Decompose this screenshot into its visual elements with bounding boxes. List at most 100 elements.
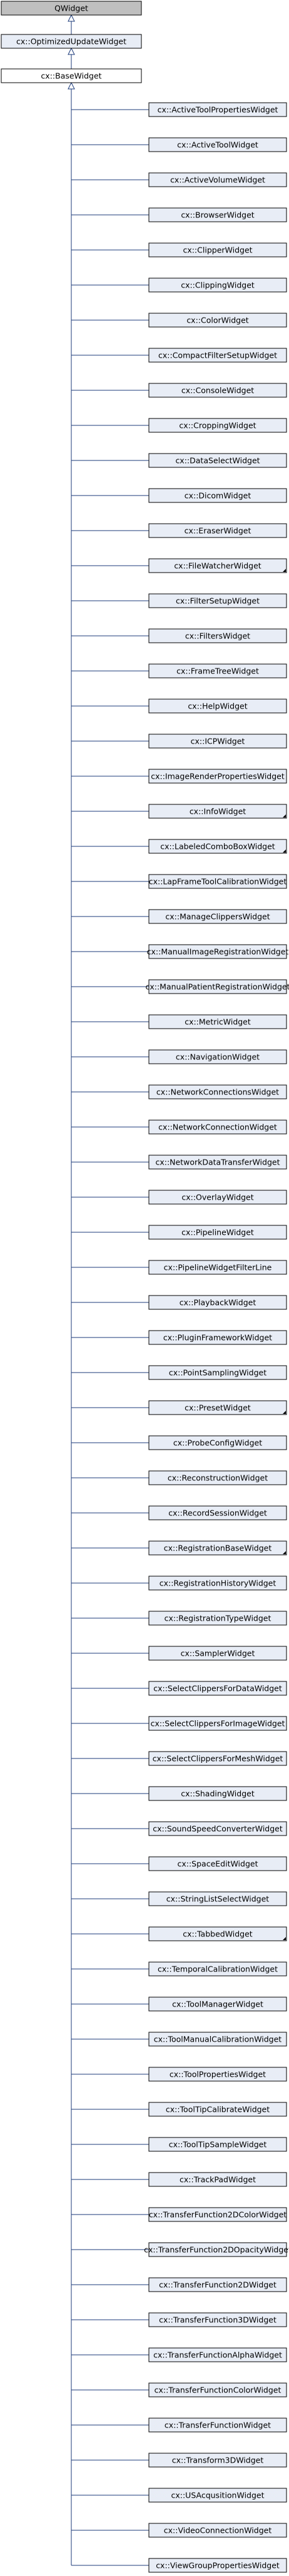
class-node-clipper-widget[interactable]: cx::ClipperWidget	[148, 242, 287, 257]
class-node-eraser-widget[interactable]: cx::EraserWidget	[148, 523, 287, 538]
class-node-temporal-calibration-widget-label: cx::TemporalCalibrationWidget	[158, 1965, 278, 1974]
class-node-pipeline-widget[interactable]: cx::PipelineWidget	[148, 1225, 287, 1240]
class-node-info-widget-label: cx::InfoWidget	[190, 807, 246, 816]
class-node-transfer-function3-d-widget[interactable]: cx::TransferFunction3DWidget	[148, 2312, 287, 2327]
class-node-select-clippers-for-mesh-widget[interactable]: cx::SelectClippersForMeshWidget	[148, 1751, 287, 1766]
class-node-us-acqusition-widget[interactable]: cx::USAcqusitionWidget	[148, 2488, 287, 2503]
class-node-transfer-function-widget[interactable]: cx::TransferFunctionWidget	[148, 2418, 287, 2433]
class-node-image-render-properties-widget[interactable]: cx::ImageRenderPropertiesWidget	[148, 769, 287, 784]
class-node-view-group-properties-widget[interactable]: cx::ViewGroupPropertiesWidget	[148, 2558, 287, 2573]
class-node-overlay-widget-label: cx::OverlayWidget	[181, 1193, 253, 1202]
class-node-sound-speed-converter-widget[interactable]: cx::SoundSpeedConverterWidget	[148, 1821, 287, 1836]
class-node-base-widget[interactable]: cx::BaseWidget	[1, 68, 142, 83]
class-node-temporal-calibration-widget[interactable]: cx::TemporalCalibrationWidget	[148, 1961, 287, 1976]
class-node-qwidget[interactable]: QWidget	[1, 1, 142, 16]
class-node-tool-tip-sample-widget[interactable]: cx::ToolTipSampleWidget	[148, 2137, 287, 2152]
collapsed-subclasses-marker	[283, 849, 286, 853]
class-node-clipping-widget[interactable]: cx::ClippingWidget	[148, 278, 287, 293]
class-node-select-clippers-for-data-widget[interactable]: cx::SelectClippersForDataWidget	[148, 1681, 287, 1696]
class-node-record-session-widget[interactable]: cx::RecordSessionWidget	[148, 1505, 287, 1520]
class-node-select-clippers-for-data-widget-box	[148, 1681, 287, 1696]
class-node-base-widget-label: cx::BaseWidget	[41, 71, 101, 81]
class-node-network-data-transfer-widget[interactable]: cx::NetworkDataTransferWidget	[148, 1155, 287, 1170]
class-node-info-widget[interactable]: cx::InfoWidget	[148, 804, 287, 819]
collapsed-subclasses-marker	[283, 1937, 286, 1940]
class-node-tabbed-widget[interactable]: cx::TabbedWidget	[148, 1926, 287, 1941]
class-node-registration-history-widget[interactable]: cx::RegistrationHistoryWidget	[148, 1576, 287, 1591]
class-node-tool-properties-widget[interactable]: cx::ToolPropertiesWidget	[148, 2067, 287, 2082]
class-node-transfer-function2-d-opacity-widget-box	[148, 2242, 287, 2257]
class-node-registration-base-widget[interactable]: cx::RegistrationBaseWidget	[148, 1540, 287, 1555]
class-node-cropping-widget[interactable]: cx::CroppingWidget	[148, 418, 287, 433]
class-node-manual-patient-registration-widget[interactable]: cx::ManualPatientRegistrationWidget	[145, 979, 289, 994]
class-node-transfer-function2-d-color-widget[interactable]: cx::TransferFunction2DColorWidget	[148, 2207, 287, 2222]
class-node-active-volume-widget-label: cx::ActiveVolumeWidget	[170, 175, 265, 185]
class-node-transfer-function2-d-widget-box	[148, 2277, 287, 2292]
class-node-clipper-widget-label: cx::ClipperWidget	[183, 246, 252, 255]
class-node-track-pad-widget[interactable]: cx::TrackPadWidget	[148, 2172, 287, 2187]
class-node-view-group-properties-widget-label: cx::ViewGroupPropertiesWidget	[156, 2561, 280, 2570]
class-node-active-tool-properties-widget[interactable]: cx::ActiveToolPropertiesWidget	[148, 102, 287, 117]
class-node-metric-widget[interactable]: cx::MetricWidget	[148, 1014, 287, 1029]
class-node-reconstruction-widget[interactable]: cx::ReconstructionWidget	[148, 1470, 287, 1485]
class-node-frame-tree-widget[interactable]: cx::FrameTreeWidget	[148, 663, 287, 678]
class-node-pipeline-widget-filter-line-label: cx::PipelineWidgetFilterLine	[164, 1263, 272, 1272]
class-node-shading-widget-box	[148, 1786, 287, 1801]
class-node-manage-clippers-widget[interactable]: cx::ManageClippersWidget	[148, 909, 287, 924]
class-node-transfer-function2-d-widget[interactable]: cx::TransferFunction2DWidget	[148, 2277, 287, 2292]
class-node-transfer-function2-d-opacity-widget[interactable]: cx::TransferFunction2DOpacityWidget	[144, 2242, 289, 2257]
class-node-tool-tip-calibrate-widget[interactable]: cx::ToolTipCalibrateWidget	[148, 2102, 287, 2117]
class-node-file-watcher-widget[interactable]: cx::FileWatcherWidget	[148, 558, 287, 573]
class-node-point-sampling-widget[interactable]: cx::PointSamplingWidget	[148, 1365, 287, 1380]
class-node-tool-properties-widget-label: cx::ToolPropertiesWidget	[170, 2070, 266, 2079]
class-node-space-edit-widget[interactable]: cx::SpaceEditWidget	[148, 1856, 287, 1871]
class-node-playback-widget-label: cx::PlaybackWidget	[180, 1298, 256, 1307]
class-node-help-widget[interactable]: cx::HelpWidget	[148, 699, 287, 714]
class-node-network-connections-widget[interactable]: cx::NetworkConnectionsWidget	[148, 1084, 287, 1099]
class-node-cropping-widget-label: cx::CroppingWidget	[179, 421, 256, 430]
class-node-active-tool-widget[interactable]: cx::ActiveToolWidget	[148, 137, 287, 152]
class-node-filters-widget[interactable]: cx::FiltersWidget	[148, 628, 287, 643]
class-node-shading-widget[interactable]: cx::ShadingWidget	[148, 1786, 287, 1801]
class-node-color-widget[interactable]: cx::ColorWidget	[148, 313, 287, 328]
class-node-filter-setup-widget[interactable]: cx::FilterSetupWidget	[148, 593, 287, 608]
class-node-string-list-select-widget[interactable]: cx::StringListSelectWidget	[148, 1891, 287, 1906]
class-node-select-clippers-for-image-widget[interactable]: cx::SelectClippersForImageWidget	[148, 1716, 287, 1731]
class-node-optimized-update-widget[interactable]: cx::OptimizedUpdateWidget	[1, 34, 142, 49]
class-node-preset-widget[interactable]: cx::PresetWidget	[148, 1400, 287, 1415]
class-node-overlay-widget[interactable]: cx::OverlayWidget	[148, 1190, 287, 1205]
class-node-probe-config-widget[interactable]: cx::ProbeConfigWidget	[148, 1435, 287, 1450]
class-node-registration-type-widget[interactable]: cx::RegistrationTypeWidget	[148, 1611, 287, 1626]
class-node-sampler-widget[interactable]: cx::SamplerWidget	[148, 1646, 287, 1661]
class-node-pipeline-widget-filter-line[interactable]: cx::PipelineWidgetFilterLine	[148, 1260, 287, 1275]
class-node-dicom-widget[interactable]: cx::DicomWidget	[148, 488, 287, 503]
class-node-video-connection-widget[interactable]: cx::VideoConnectionWidget	[148, 2523, 287, 2538]
inheritance-arrowhead	[68, 14, 75, 22]
class-node-dicom-widget-box	[148, 488, 287, 503]
class-node-data-select-widget[interactable]: cx::DataSelectWidget	[148, 453, 287, 468]
class-node-network-connection-widget[interactable]: cx::NetworkConnectionWidget	[148, 1119, 287, 1135]
class-node-icp-widget-box	[148, 734, 287, 749]
class-node-navigation-widget[interactable]: cx::NavigationWidget	[148, 1049, 287, 1064]
class-node-lap-frame-tool-calibration-widget[interactable]: cx::LapFrameToolCalibrationWidget	[148, 874, 287, 889]
class-node-plugin-framework-widget[interactable]: cx::PluginFrameworkWidget	[148, 1330, 287, 1345]
class-node-playback-widget[interactable]: cx::PlaybackWidget	[148, 1295, 287, 1310]
class-node-labeled-combo-box-widget[interactable]: cx::LabeledComboBoxWidget	[148, 839, 287, 854]
class-node-transform3-d-widget[interactable]: cx::Transform3DWidget	[148, 2453, 287, 2468]
class-node-transfer-function-alpha-widget[interactable]: cx::TransferFunctionAlphaWidget	[148, 2347, 287, 2362]
class-node-tool-manual-calibration-widget[interactable]: cx::ToolManualCalibrationWidget	[148, 2032, 287, 2047]
class-node-compact-filter-setup-widget[interactable]: cx::CompactFilterSetupWidget	[148, 348, 287, 363]
class-node-transfer-function-color-widget[interactable]: cx::TransferFunctionColorWidget	[148, 2382, 287, 2397]
class-node-active-volume-widget[interactable]: cx::ActiveVolumeWidget	[148, 172, 287, 187]
class-node-console-widget[interactable]: cx::ConsoleWidget	[148, 383, 287, 398]
class-node-tool-manager-widget[interactable]: cx::ToolManagerWidget	[148, 1997, 287, 2012]
class-node-icp-widget[interactable]: cx::ICPWidget	[148, 734, 287, 749]
class-node-probe-config-widget-label: cx::ProbeConfigWidget	[173, 1438, 262, 1448]
class-node-registration-base-widget-box	[148, 1540, 287, 1555]
class-node-manual-image-registration-widget[interactable]: cx::ManualImageRegistrationWidget	[147, 944, 289, 959]
class-node-browser-widget[interactable]: cx::BrowserWidget	[148, 207, 287, 222]
class-node-tool-tip-calibrate-widget-label: cx::ToolTipCalibrateWidget	[166, 2105, 270, 2114]
class-node-overlay-widget-box	[148, 1190, 287, 1205]
class-node-data-select-widget-box	[148, 453, 287, 468]
